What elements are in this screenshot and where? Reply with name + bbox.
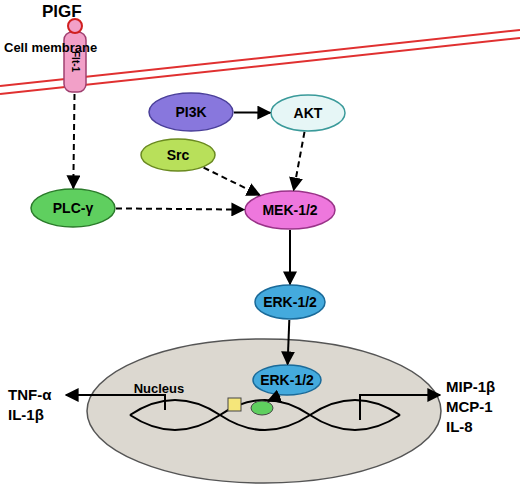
annotation-label: PlGF	[42, 2, 82, 22]
kinase-ellipse: MEK-1/2	[244, 190, 336, 230]
receptor: Flt-1	[62, 18, 88, 94]
node-label: PLC-γ	[30, 188, 116, 228]
node-label: ERK-1/2	[252, 364, 322, 396]
enzyme-ellipse: PLC-γ	[30, 188, 116, 228]
gene-label: MIP-1β	[446, 378, 495, 395]
gene-label: IL-8	[446, 418, 473, 435]
indirect-arrow	[204, 168, 260, 195]
kinase-ellipse: AKT	[270, 94, 346, 132]
node-label: Flt-1	[62, 30, 88, 94]
kinase-ellipse: Src	[140, 138, 216, 172]
gene-label: MCP-1	[446, 398, 493, 415]
node-label: MEK-1/2	[244, 190, 336, 230]
gene-label: IL-1β	[8, 406, 44, 423]
activation-arrow	[289, 230, 291, 284]
cofactor-square	[228, 398, 241, 411]
gene-label: TNF-α	[8, 386, 51, 403]
kinase-ellipse: PI3K	[148, 92, 234, 132]
annotation-label: Cell membrane	[4, 40, 97, 55]
indirect-arrow	[73, 94, 74, 188]
node-label: AKT	[270, 94, 346, 132]
kinase-ellipse: ERK-1/2	[254, 284, 326, 320]
node-label: Src	[140, 138, 216, 172]
node-label: ERK-1/2	[254, 284, 326, 320]
indirect-arrow	[116, 208, 244, 209]
transcription-factor	[251, 401, 273, 415]
indirect-arrow	[294, 132, 305, 190]
node-label: PI3K	[148, 92, 234, 132]
activation-arrow	[234, 111, 270, 113]
kinase-ellipse: ERK-1/2	[252, 364, 322, 396]
